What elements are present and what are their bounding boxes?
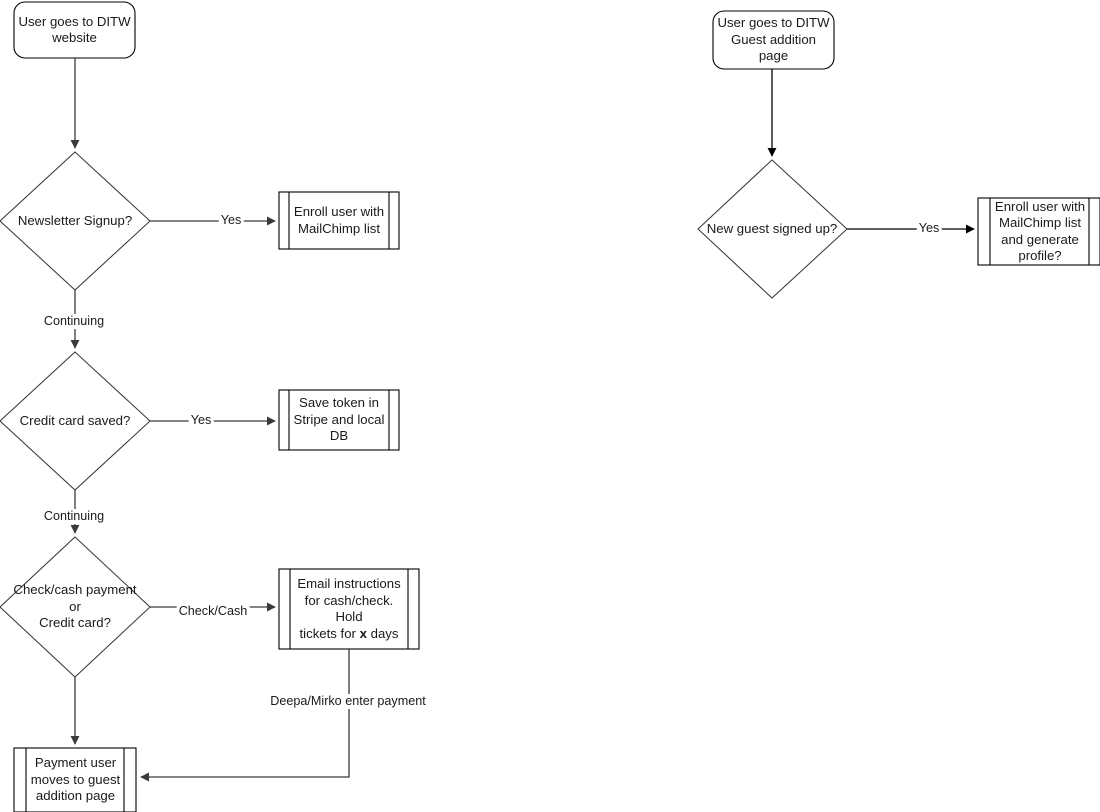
node-credit-card-decision-shape [0,351,151,491]
node-email-instructions-shape [278,568,420,650]
node-enroll-generate-shape [977,197,1100,266]
node-payment-user-moves-shape [13,747,137,812]
edge-email-to-payment-user [140,649,350,782]
node-payment-method-decision-shape [0,536,151,678]
node-save-token-shape [278,389,400,451]
node-new-guest-decision-shape [697,159,848,299]
node-enroll-mailchimp-shape [278,191,400,250]
node-start-left-shape [13,1,136,59]
node-start-right-shape [712,10,835,70]
node-newsletter-decision-shape [0,151,151,291]
